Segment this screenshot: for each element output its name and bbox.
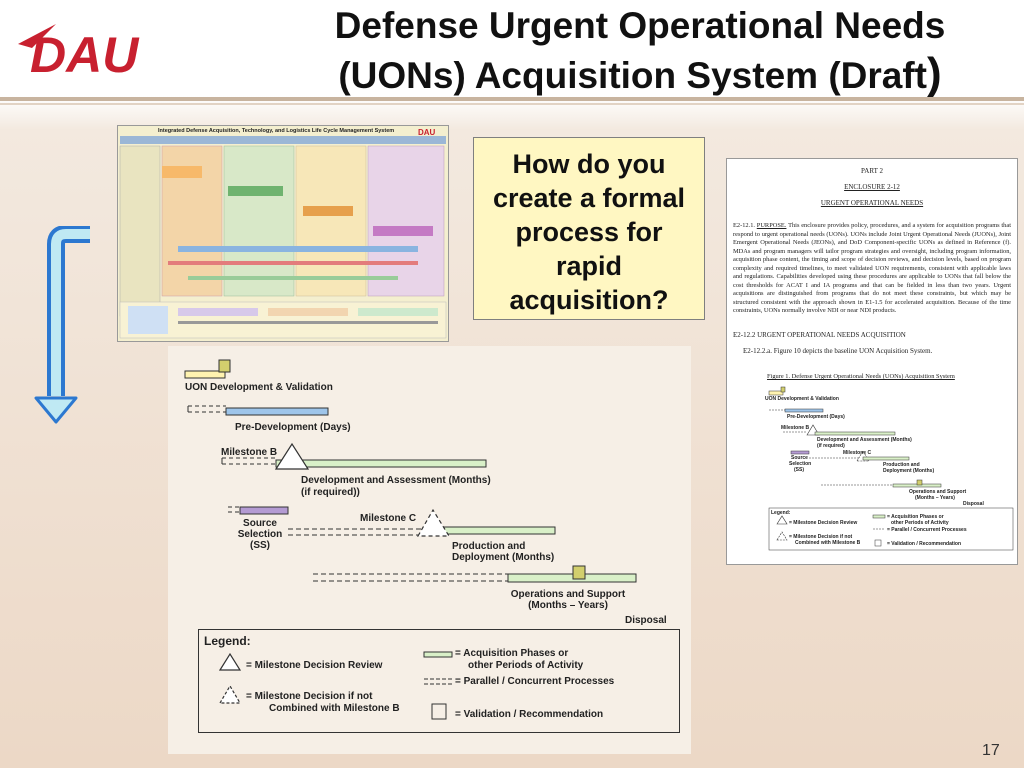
doc-figure-caption: Figure 1. Defense Urgent Operational Nee… (767, 373, 955, 380)
ops-validation-box (572, 565, 586, 580)
legend-title: Legend: (204, 634, 251, 648)
mini-prod-label-2: Deployment (Months) (883, 468, 935, 474)
legend-phases-label-2: other Periods of Activity (468, 660, 584, 671)
mini-milestone-c-label: Milestone C (843, 450, 872, 456)
legend-mdnc-label-1: = Milestone Decision if not (246, 691, 373, 702)
mini-prod-label-1: Production and (883, 462, 920, 468)
label-production-2: Deployment (Months) (452, 552, 555, 563)
doc-purpose-label: E2-12.1. (733, 222, 756, 229)
mini-ops-label-2: (Months – Years) (915, 495, 955, 501)
legend-mdnc-triangle (218, 684, 242, 704)
label-source-1: Source (243, 518, 277, 529)
label-pre-development: Pre-Development (Days) (235, 422, 351, 433)
development-assessment-bar (275, 459, 487, 468)
doc-section-2a: E2-12.2.a. Figure 10 depicts the baselin… (743, 347, 933, 355)
mini-ss-label-3: (SS) (794, 467, 804, 473)
mini-legend-phases-1: = Acquisition Phases or (887, 514, 944, 520)
label-ops-2: (Months – Years) (528, 600, 608, 611)
label-operations-support: Operations and Support (Months – Years) (498, 589, 638, 611)
title-line-2: (UONs) Acquisition System (Draft) (270, 50, 1010, 100)
label-production-1: Production and (452, 541, 526, 552)
label-disposal: Disposal (625, 615, 667, 626)
question-callout: How do you create a formal process for r… (473, 137, 705, 320)
doc-section-2: E2-12.2 URGENT OPERATIONAL NEEDS ACQUISI… (733, 331, 906, 339)
svg-text:DAU: DAU (418, 128, 436, 137)
label-ops-1: Operations and Support (510, 589, 626, 600)
uon-acquisition-diagram: UON Development & Validation Pre-Develop… (168, 346, 691, 754)
dodi-excerpt-document: PART 2 ENCLOSURE 2-12 URGENT OPERATIONAL… (726, 158, 1018, 565)
mini-uon-label: UON Development & Validation (765, 396, 839, 402)
mini-legend-validation: = Validation / Recommendation (887, 541, 962, 547)
title-line-2-text: (UONs) Acquisition System (Draft (338, 55, 927, 96)
label-uon-development: UON Development & Validation (185, 382, 333, 393)
mini-legend-mdr: = Milestone Decision Review (789, 520, 858, 526)
doc-enclosure: ENCLOSURE 2-12 (844, 183, 900, 191)
mini-milestone-b-label: Milestone B (781, 425, 810, 431)
doc-purpose-text: This enclosure provides policy, procedur… (733, 222, 1011, 314)
doc-purpose-paragraph: E2-12.1. PURPOSE. This enclosure provide… (733, 222, 1011, 324)
mini-legend-title: Legend: (771, 510, 791, 516)
mini-legend-mdnc-2: Combined with Milestone B (795, 540, 861, 546)
page-title: Defense Urgent Operational Needs (UONs) … (270, 2, 1010, 100)
mini-ops-label-1: Operations and Support (909, 489, 967, 495)
header-divider (0, 97, 1024, 101)
mini-figure-shapes (768, 386, 1014, 551)
production-deployment-bar (432, 526, 556, 535)
down-arrow-icon (34, 226, 90, 424)
milestone-b-triangle (274, 442, 310, 470)
question-line-2: create a formal (492, 183, 686, 213)
question-line-1: How do you (512, 149, 666, 179)
legend-phases-label-1: = Acquisition Phases or (455, 648, 569, 659)
legend-validation-label: = Validation / Recommendation (455, 709, 604, 720)
legend-validation-box (431, 703, 447, 720)
title-line-1: Defense Urgent Operational Needs (334, 5, 946, 46)
legend-box: Legend: = Milestone Decision Review = Mi… (198, 629, 680, 733)
milestone-c-triangle (416, 508, 451, 537)
label-source-selection: Source Selection (SS) (230, 518, 290, 551)
source-selection-bar (239, 506, 289, 515)
logo-text: DAU (30, 27, 140, 78)
label-milestone-b: Milestone B (221, 447, 278, 458)
label-source-3: (SS) (250, 540, 270, 551)
legend-mdr-triangle (218, 652, 242, 671)
title-close-paren: ) (926, 49, 942, 98)
mini-legend-parallel: = Parallel / Concurrent Processes (887, 527, 967, 533)
question-line-3: process for (515, 217, 663, 247)
label-if-required: (if required)) (301, 487, 360, 498)
question-line-5: acquisition? (509, 285, 669, 315)
operations-support-bar (507, 573, 637, 583)
life-cycle-wall-chart: Integrated Defense Acquisition, Technolo… (117, 125, 449, 342)
pre-development-bar (225, 407, 329, 416)
mini-dev-label-1: Development and Assessment (Months) (817, 437, 912, 443)
uon-validation-box (218, 359, 231, 373)
mini-legend-phases-2: other Periods of Activity (891, 520, 949, 526)
doc-heading: URGENT OPERATIONAL NEEDS (820, 199, 924, 207)
doc-mini-figure: UON Development & Validation Pre-Develop… (763, 385, 1015, 560)
doc-part: PART 2 (861, 167, 883, 175)
diagram-shapes (184, 359, 637, 720)
question-line-4: rapid (555, 251, 622, 281)
doc-purpose-word: PURPOSE. (756, 222, 787, 229)
mini-disposal-label: Disposal (963, 501, 984, 507)
mini-predev-label: Pre-Development (Days) (787, 414, 845, 420)
logo-swoosh-shape (18, 24, 56, 48)
mini-ss-label-1: Source (791, 455, 808, 461)
label-source-2: Selection (237, 529, 283, 540)
wall-chart-graphic: DAU (119, 128, 447, 339)
page-number: 17 (982, 742, 1000, 759)
legend-parallel-label: = Parallel / Concurrent Processes (455, 676, 615, 687)
legend-mdnc-label-2: Combined with Milestone B (269, 703, 400, 714)
header-divider-secondary (0, 103, 1024, 105)
wall-chart-title: Integrated Defense Acquisition, Technolo… (158, 128, 395, 134)
legend-mdr-label: = Milestone Decision Review (246, 660, 383, 671)
uon-dev-bar (184, 370, 226, 379)
label-milestone-c: Milestone C (360, 513, 417, 524)
legend-phase-bar (423, 651, 453, 658)
mini-ss-label-2: Selection (789, 461, 812, 467)
mini-legend-mdnc-1: = Milestone Decision if not (789, 534, 853, 540)
dau-logo: DAU (10, 14, 150, 83)
label-dev-assessment: Development and Assessment (Months) (301, 475, 491, 486)
mini-dev-label-2: (if required) (817, 443, 845, 449)
